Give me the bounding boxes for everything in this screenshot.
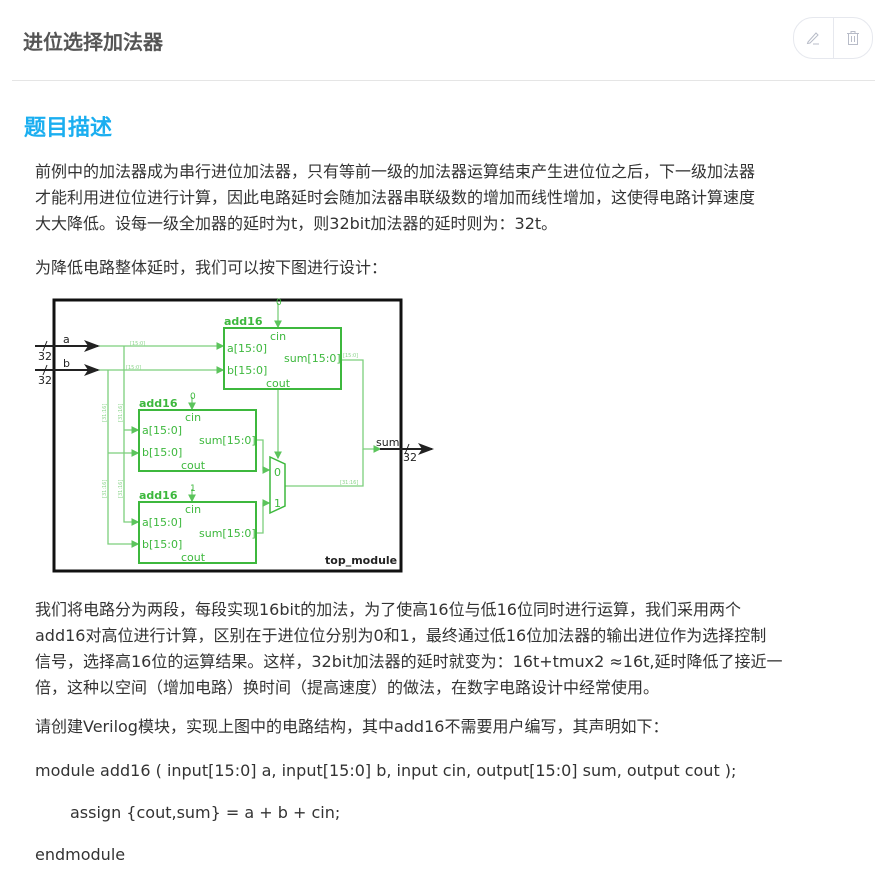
bus-label: [31:16] xyxy=(118,404,124,422)
width-label: 32 xyxy=(403,451,417,464)
task-paragraph: 请创建Verilog模块，实现上图中的电路结构，其中add16不需要用户编写，其… xyxy=(35,714,668,740)
add16-block-high-cin1 xyxy=(138,501,257,564)
cin-value: 0 xyxy=(190,392,196,402)
block-label: add16 xyxy=(139,489,178,502)
module-name: top_module xyxy=(325,554,397,567)
delete-button[interactable] xyxy=(834,18,873,58)
text-line: 为降低电路整体延时，我们可以按下图进行设计： xyxy=(35,258,388,277)
text-line: 请创建Verilog模块，实现上图中的电路结构，其中add16不需要用户编写，其… xyxy=(35,717,669,736)
port-label: cout xyxy=(266,377,291,390)
design-paragraph: 为降低电路整体延时，我们可以按下图进行设计： xyxy=(35,255,387,281)
cin-value: 1 xyxy=(190,484,196,494)
section-title: 题目描述 xyxy=(24,116,113,141)
port-label: a[15:0] xyxy=(142,424,182,437)
port-label: a[15:0] xyxy=(227,342,267,355)
width-label: 32 xyxy=(38,374,52,387)
text-line: 才能利用进位位进行计算，因此电路延时会随加法器串联级数的增加而线性增加，这使得电… xyxy=(35,188,756,207)
circuit-diagram: a b 32 32 sum 32 top_module add16 0 cin … xyxy=(35,298,434,573)
width-label: 32 xyxy=(38,350,52,363)
text-line: 我们将电路分为两段，每段实现16bit的加法，为了使高16位与低16位同时进行运… xyxy=(35,600,741,619)
port-label: cin xyxy=(185,503,201,516)
page-header: 进位选择加法器 xyxy=(12,0,875,81)
code-line: assign {cout,sum} = a + b + cin; xyxy=(70,803,341,822)
action-buttons xyxy=(793,17,873,59)
edit-button[interactable] xyxy=(794,18,834,58)
text-line: 前例中的加法器成为串行进位加法器，只有等前一级的加法器运算结束产生进位位之后，下… xyxy=(35,162,756,181)
trash-icon xyxy=(846,31,859,45)
bus-label: [15:0] xyxy=(130,341,145,347)
text-line: 信号，选择高16位的运算结果。这样，32bit加法器的延时就变为：16t+tmu… xyxy=(35,652,783,671)
bus-label: [31:16] xyxy=(340,480,358,486)
cin-value: 0 xyxy=(276,298,282,308)
block-label: add16 xyxy=(224,315,263,328)
pencil-icon xyxy=(807,32,820,45)
port-label: b[15:0] xyxy=(142,538,182,551)
port-label: sum[15:0] xyxy=(199,527,256,540)
add16-block-high-cin0 xyxy=(138,409,257,472)
mux2 xyxy=(269,455,286,515)
output-sum-label: sum xyxy=(376,436,399,449)
input-b-label: b xyxy=(63,357,70,370)
port-label: b[15:0] xyxy=(142,446,182,459)
bus-label: [15:0] xyxy=(343,353,358,359)
input-a-label: a xyxy=(63,333,70,346)
add16-block-low xyxy=(223,327,342,390)
port-label: a[15:0] xyxy=(142,516,182,529)
explanation-paragraph: 我们将电路分为两段，每段实现16bit的加法，为了使高16位与低16位同时进行运… xyxy=(35,597,783,701)
text-line: add16对高位进行计算，区别在于进位位分别为0和1，最终通过低16位加法器的输… xyxy=(35,626,767,645)
port-label: b[15:0] xyxy=(227,364,267,377)
mux-input-1: 1 xyxy=(274,497,281,510)
port-label: sum[15:0] xyxy=(284,352,341,365)
intro-paragraph: 前例中的加法器成为串行进位加法器，只有等前一级的加法器运算结束产生进位位之后，下… xyxy=(35,159,755,237)
code-line: endmodule xyxy=(35,845,126,864)
bus-label: [31:16] xyxy=(102,480,108,498)
code-line: module add16 ( input[15:0] a, input[15:0… xyxy=(35,761,737,780)
port-label: sum[15:0] xyxy=(199,434,256,447)
text-line: 大大降低。设每一级全加器的延时为t，则32bit加法器的延时则为：32t。 xyxy=(35,214,558,233)
bus-label: [31:16] xyxy=(102,404,108,422)
port-label: cout xyxy=(181,551,206,564)
port-label: cin xyxy=(270,330,286,343)
bus-label: [15:0] xyxy=(126,365,141,371)
mux-input-0: 0 xyxy=(274,466,281,479)
port-label: cout xyxy=(181,459,206,472)
block-label: add16 xyxy=(139,397,178,410)
port-label: cin xyxy=(185,411,201,424)
page-title: 进位选择加法器 xyxy=(23,30,163,54)
text-line: 倍，这种以空间（增加电路）换时间（提高速度）的做法，在数字电路设计中经常使用。 xyxy=(35,678,660,697)
bus-label: [31:16] xyxy=(118,480,124,498)
